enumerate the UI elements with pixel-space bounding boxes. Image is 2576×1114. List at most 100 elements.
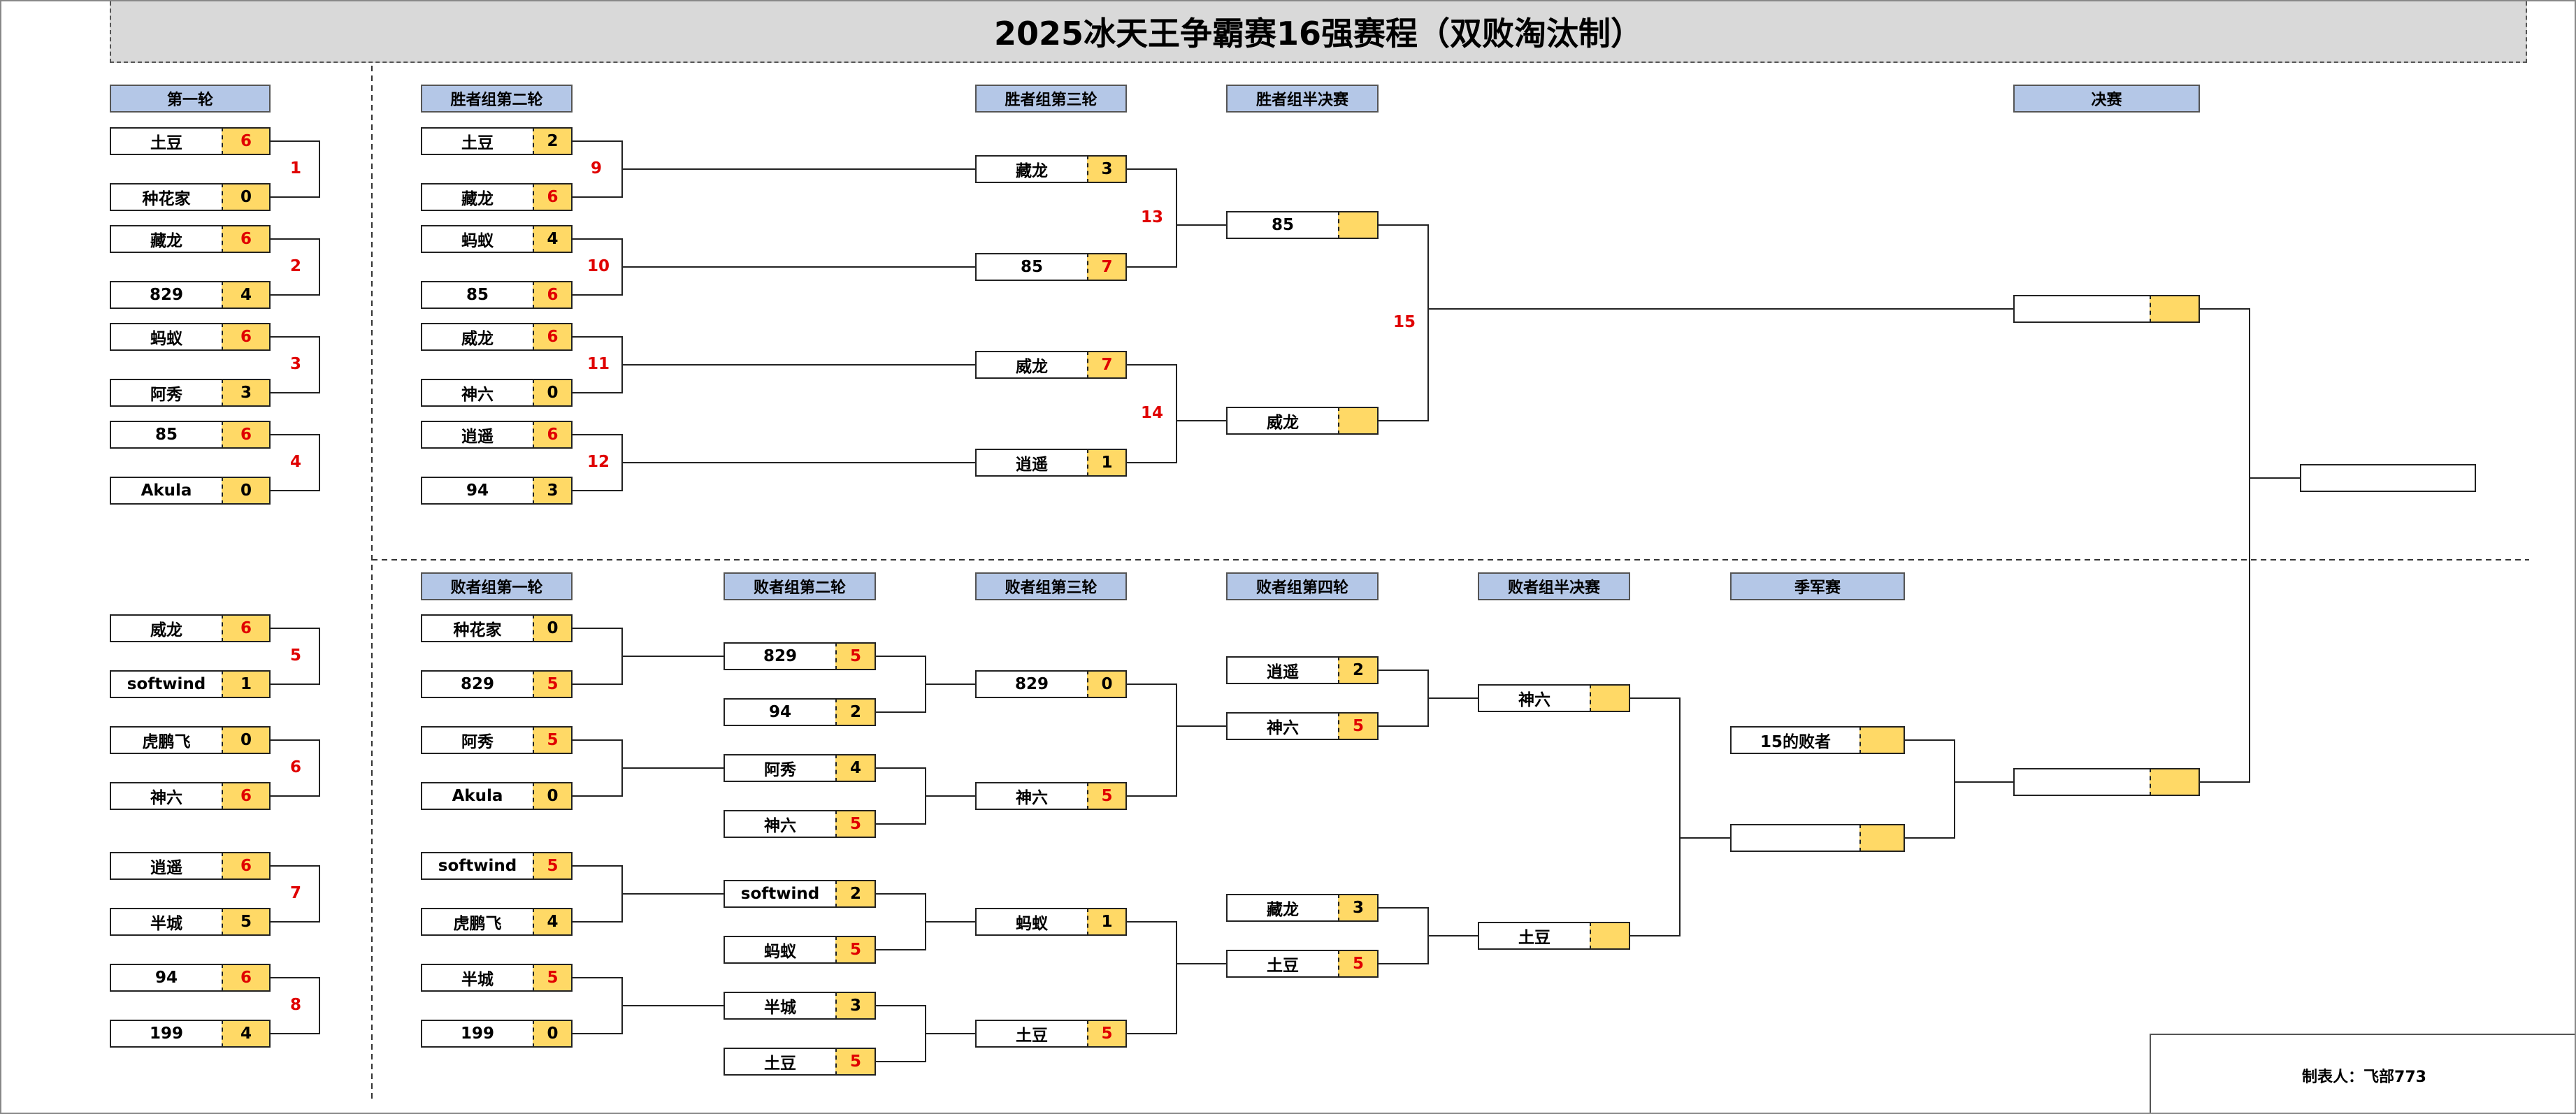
team-score: 5 [1338, 950, 1379, 978]
team-score: 4 [835, 754, 876, 782]
team-name [1730, 824, 1859, 852]
team-score: 0 [222, 726, 271, 754]
team-name: 半城 [110, 908, 222, 936]
team-score: 0 [533, 782, 573, 810]
team-name: 藏龙 [975, 155, 1087, 183]
team-score: 5 [1087, 1020, 1127, 1048]
team-score: 0 [533, 1020, 573, 1048]
match-number-5: 5 [290, 646, 302, 665]
team-name: 半城 [421, 964, 533, 992]
match-number-13: 13 [1141, 208, 1164, 226]
team-name: 829 [421, 670, 533, 698]
match-number-1: 1 [290, 159, 302, 178]
team-name: 土豆 [110, 127, 222, 155]
team-score: 4 [222, 281, 271, 309]
team-score: 5 [533, 964, 573, 992]
team-score: 3 [1087, 155, 1127, 183]
team-score [1859, 726, 1905, 754]
team-score: 2 [1338, 656, 1379, 684]
match-number-9: 9 [591, 159, 603, 178]
team-score: 5 [533, 852, 573, 880]
team-score: 6 [222, 127, 271, 155]
match-number-10: 10 [587, 257, 610, 275]
team-score: 0 [222, 477, 271, 505]
team-name: 神六 [975, 782, 1087, 810]
round-header-lr3: 败者组第三轮 [975, 572, 1127, 600]
team-score: 5 [1338, 712, 1379, 740]
team-score: 3 [222, 379, 271, 407]
match-number-12: 12 [587, 453, 610, 471]
team-score: 5 [533, 670, 573, 698]
round-header-lsf: 败者组半决赛 [1478, 572, 1630, 600]
team-score [1590, 922, 1630, 950]
team-name: 神六 [1478, 684, 1590, 712]
team-name: 神六 [724, 810, 835, 838]
team-name: 94 [110, 964, 222, 992]
team-score: 5 [222, 908, 271, 936]
team-score: 4 [533, 908, 573, 936]
team-name: 199 [110, 1020, 222, 1048]
team-name: softwind [110, 670, 222, 698]
team-score: 2 [835, 698, 876, 726]
team-name: 虎鹏飞 [421, 908, 533, 936]
round-header-lr1: 败者组第一轮 [421, 572, 573, 600]
team-score [2150, 768, 2200, 796]
team-name: 85 [1226, 211, 1338, 239]
team-score: 5 [835, 1048, 876, 1076]
team-score: 6 [222, 225, 271, 253]
team-name: 蚂蚁 [110, 323, 222, 351]
bracket-slot: 神六 [1478, 684, 1630, 712]
team-name: 逍遥 [421, 421, 533, 449]
round-header-wr3: 胜者组第三轮 [975, 85, 1127, 113]
team-name: 威龙 [1226, 407, 1338, 435]
team-name: Akula [110, 477, 222, 505]
team-name: 藏龙 [1226, 894, 1338, 922]
team-name: 土豆 [975, 1020, 1087, 1048]
team-score: 3 [835, 992, 876, 1020]
team-name: 蚂蚁 [724, 936, 835, 964]
team-name: 逍遥 [110, 852, 222, 880]
team-score: 7 [1087, 253, 1127, 281]
team-score: 1 [1087, 449, 1127, 477]
bracket-slot: 土豆 [1478, 922, 1630, 950]
team-score [2150, 295, 2200, 323]
bracket-slot: 15的败者 [1730, 726, 1905, 754]
team-score: 6 [533, 323, 573, 351]
bracket-slot [2013, 295, 2200, 323]
round-header-wr2: 胜者组第二轮 [421, 85, 573, 113]
team-name: 威龙 [975, 351, 1087, 379]
team-score: 0 [222, 183, 271, 211]
team-score: 6 [533, 421, 573, 449]
team-name: 藏龙 [421, 183, 533, 211]
credit-note: 制表人：飞部773 [2150, 1034, 2575, 1113]
team-score [1590, 684, 1630, 712]
match-number-2: 2 [290, 257, 302, 275]
bracket-slot: 威龙 [1226, 407, 1379, 435]
round-header-lr4: 败者组第四轮 [1226, 572, 1379, 600]
